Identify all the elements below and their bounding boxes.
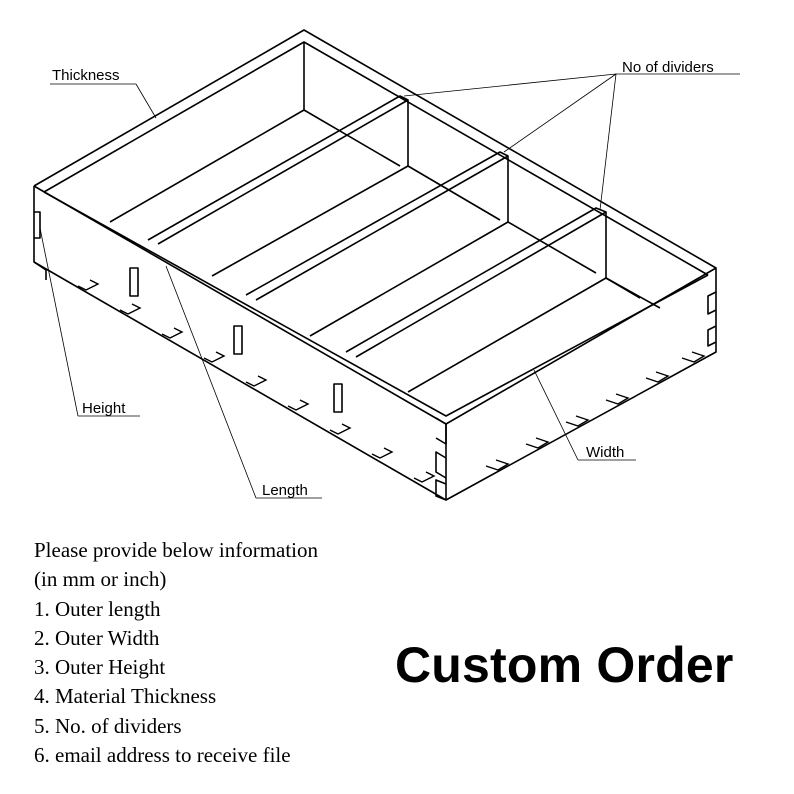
thickness-label: Thickness [52, 67, 120, 84]
info-item: 3. Outer Height [34, 655, 166, 680]
finger-joints-short [485, 351, 706, 471]
leader-lines [39, 73, 740, 499]
box-diagram: Thickness No of dividers Height Length W… [33, 29, 740, 501]
box-outline [33, 29, 717, 501]
info-list: Please provide below information (in mm … [34, 536, 318, 770]
finger-joints-long [77, 279, 436, 483]
info-item: 1. Outer length [34, 596, 161, 621]
height-label: Height [82, 400, 126, 417]
custom-order-title: Custom Order [395, 637, 734, 693]
length-label: Length [262, 482, 308, 499]
info-item: 5. No. of dividers [34, 713, 182, 738]
dividers-label: No of dividers [622, 59, 714, 76]
width-label: Width [586, 444, 624, 461]
info-heading: Please provide below information [34, 538, 319, 562]
info-item: 4. Material Thickness [34, 684, 217, 709]
info-item: 2. Outer Width [34, 625, 160, 650]
info-unit-note: (in mm or inch) [34, 567, 167, 592]
info-item: 6. email address to receive file [34, 743, 291, 768]
